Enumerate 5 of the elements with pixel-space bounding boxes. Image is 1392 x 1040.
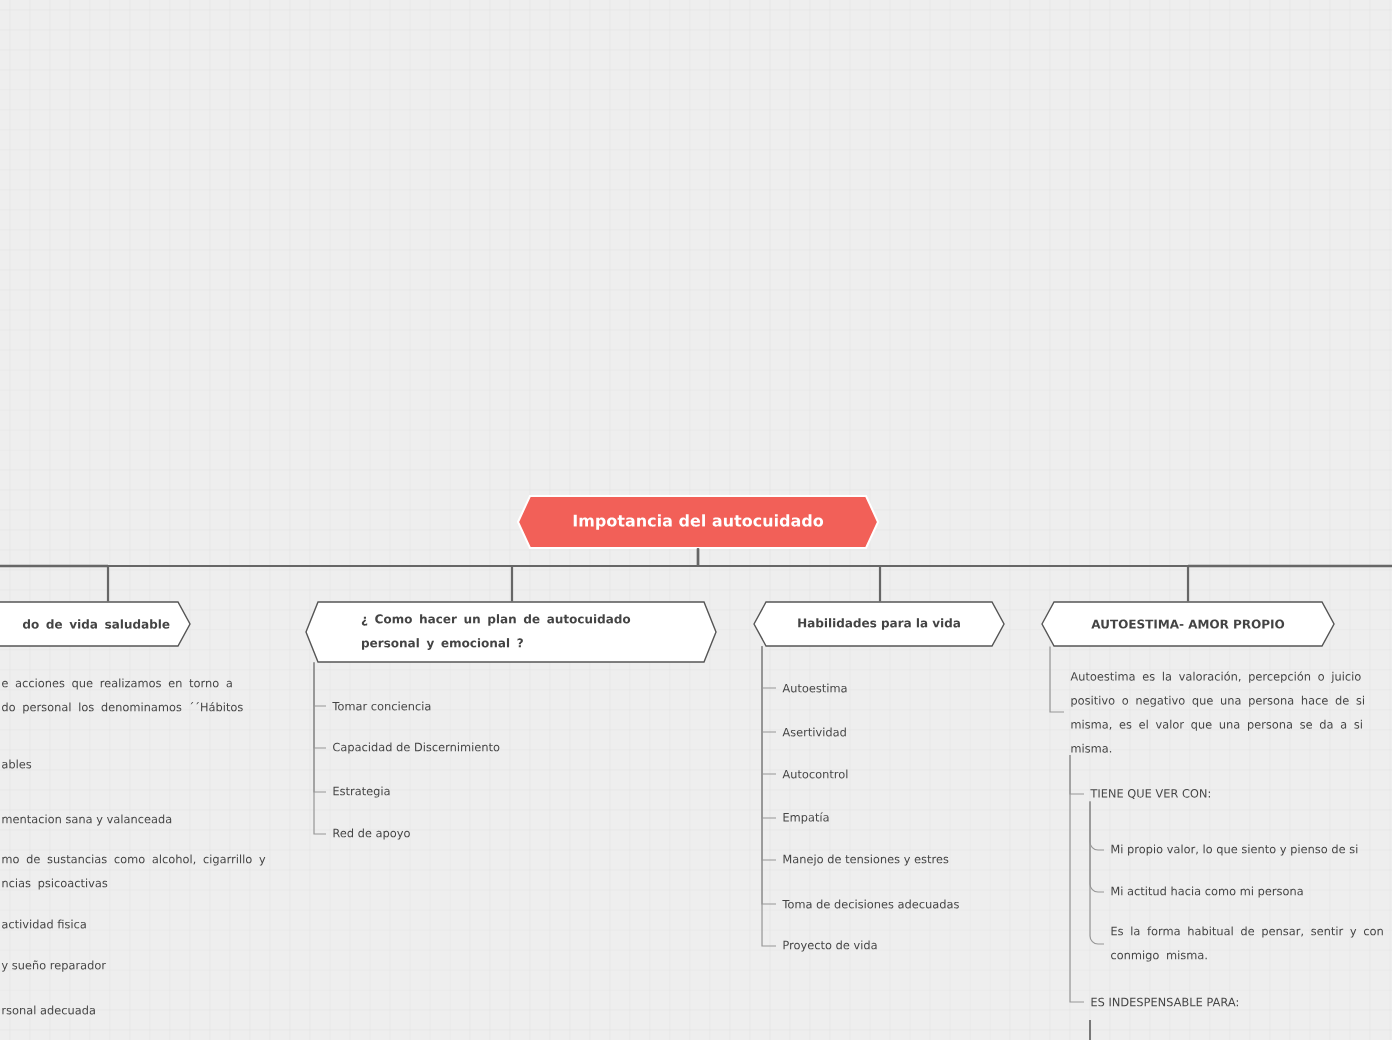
connector-line <box>1089 800 1105 945</box>
connector-line <box>1049 645 1065 713</box>
connector-line <box>696 548 1190 602</box>
connector-line <box>313 661 327 835</box>
connector-line <box>1069 754 1085 1003</box>
